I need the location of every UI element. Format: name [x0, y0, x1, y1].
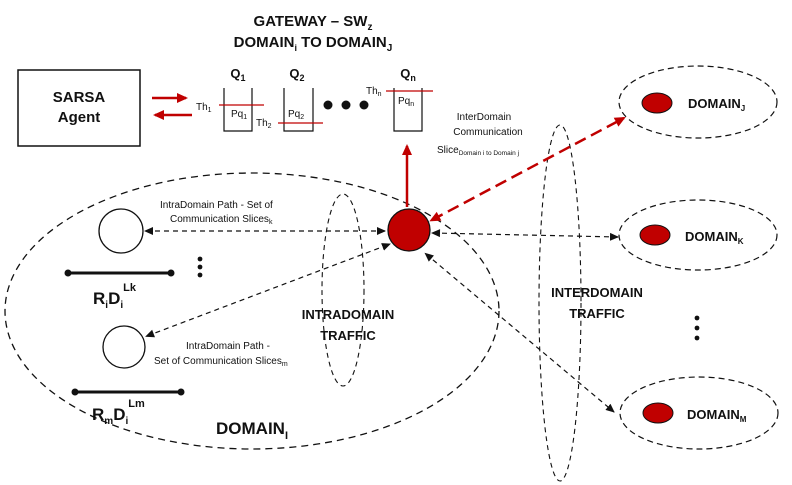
domain-ellipsis — [694, 315, 700, 341]
queue-1-container — [223, 88, 253, 132]
route-bar-m-end-right — [177, 388, 185, 396]
interdomain-traffic-label-2: TRAFFIC — [569, 306, 625, 321]
domain-k-node — [639, 224, 671, 246]
queue-n: Qn Thn Pqn — [366, 66, 433, 132]
route-bar-m-end-left — [71, 388, 79, 396]
queue-ellipsis — [323, 100, 369, 110]
interdomain-slice-label-1: InterDomain — [457, 112, 511, 123]
gateway-title: GATEWAY – SWz — [254, 13, 373, 33]
queue-1-pq: Pq1 — [231, 109, 247, 121]
intradomain-traffic-label-1: INTRADOMAIN — [302, 307, 394, 322]
gateway-node — [387, 208, 431, 252]
intra-path-k-label-1: IntraDomain Path - Set of — [160, 200, 273, 211]
queue-2-container — [283, 88, 314, 132]
domain-m-boundary — [619, 376, 779, 450]
interdomain-slice-label-3: SliceDomain i to Domain j — [437, 145, 519, 157]
domain-j-label: DOMAINJ — [688, 96, 745, 113]
interdomain-traffic-ellipse — [538, 124, 582, 482]
sarsa-agent-label-1: SARSA — [53, 89, 106, 106]
domain-route-title: DOMAINi TO DOMAINJ — [234, 34, 393, 54]
interdomain-traffic-label-1: INTERDOMAIN — [551, 285, 643, 300]
domain-k: DOMAINK — [618, 199, 778, 271]
gateway-to-domain-k-arrow — [431, 229, 619, 241]
sarsa-agent-box — [17, 69, 141, 147]
source-ellipsis-dot-3 — [197, 272, 203, 278]
intra-path-m-label-1: IntraDomain Path - — [186, 341, 270, 352]
queue-2-threshold: Th2 — [256, 118, 272, 130]
source-ellipsis-dot-2 — [197, 264, 203, 270]
domain-j-boundary — [618, 65, 778, 139]
domain-m-label: DOMAINM — [687, 407, 747, 424]
intradomain-traffic-ellipse — [321, 193, 365, 387]
intra-path-k-label-2: Communication Slicesk — [170, 214, 273, 226]
domain-k-label: DOMAINK — [685, 229, 744, 246]
queue-2-label: Q2 — [289, 66, 304, 83]
domain-k-boundary — [618, 199, 778, 271]
queue-n-pq: Pqn — [398, 96, 414, 108]
ellipsis-dot-2 — [341, 100, 351, 110]
route-m-label: RmDiLm — [92, 398, 145, 427]
domain-i-label: DOMAINI — [216, 419, 288, 442]
ellipsis-dot-3 — [359, 100, 369, 110]
queue-2-pq: Pq2 — [288, 109, 304, 121]
gateway-to-domain-m-arrow — [424, 252, 615, 413]
domain-j: DOMAINJ — [618, 65, 778, 139]
queue-2: Q2 Th2 Pq2 — [256, 66, 323, 132]
intra-path-m-arrow — [145, 243, 391, 338]
domain-m-node — [642, 402, 674, 424]
queue-1-threshold: Th1 — [196, 102, 212, 114]
queue-n-threshold: Thn — [366, 86, 382, 98]
interdomain-slice-label-2: Communication — [453, 127, 522, 138]
route-bar-k-end-right — [167, 269, 175, 277]
queue-n-container — [393, 88, 423, 132]
queue-1-label: Q1 — [230, 66, 245, 83]
source-node-k — [98, 208, 144, 254]
domain-j-node — [641, 92, 673, 114]
domain-ellipsis-dot-3 — [694, 335, 700, 341]
queue-1: Q1 Th1 Pq1 — [196, 66, 264, 132]
intra-path-m-label-2: Set of Communication Slicesm — [154, 356, 288, 368]
route-bar-m — [71, 388, 185, 396]
sarsa-agent-label-2: Agent — [58, 109, 101, 126]
intradomain-traffic-label-2: TRAFFIC — [320, 328, 376, 343]
ellipsis-dot-1 — [323, 100, 333, 110]
domain-m: DOMAINM — [619, 376, 779, 450]
domain-ellipsis-dot-2 — [694, 325, 700, 331]
source-node-m — [102, 325, 146, 369]
route-bar-k — [64, 269, 175, 277]
source-ellipsis — [197, 256, 203, 278]
route-k-label: RiDiLk — [93, 282, 137, 311]
queue-n-label: Qn — [400, 66, 416, 83]
route-bar-k-end-left — [64, 269, 72, 277]
domain-ellipsis-dot-1 — [694, 315, 700, 321]
source-ellipsis-dot-1 — [197, 256, 203, 262]
gateway-to-domain-j-arrow — [429, 116, 626, 222]
